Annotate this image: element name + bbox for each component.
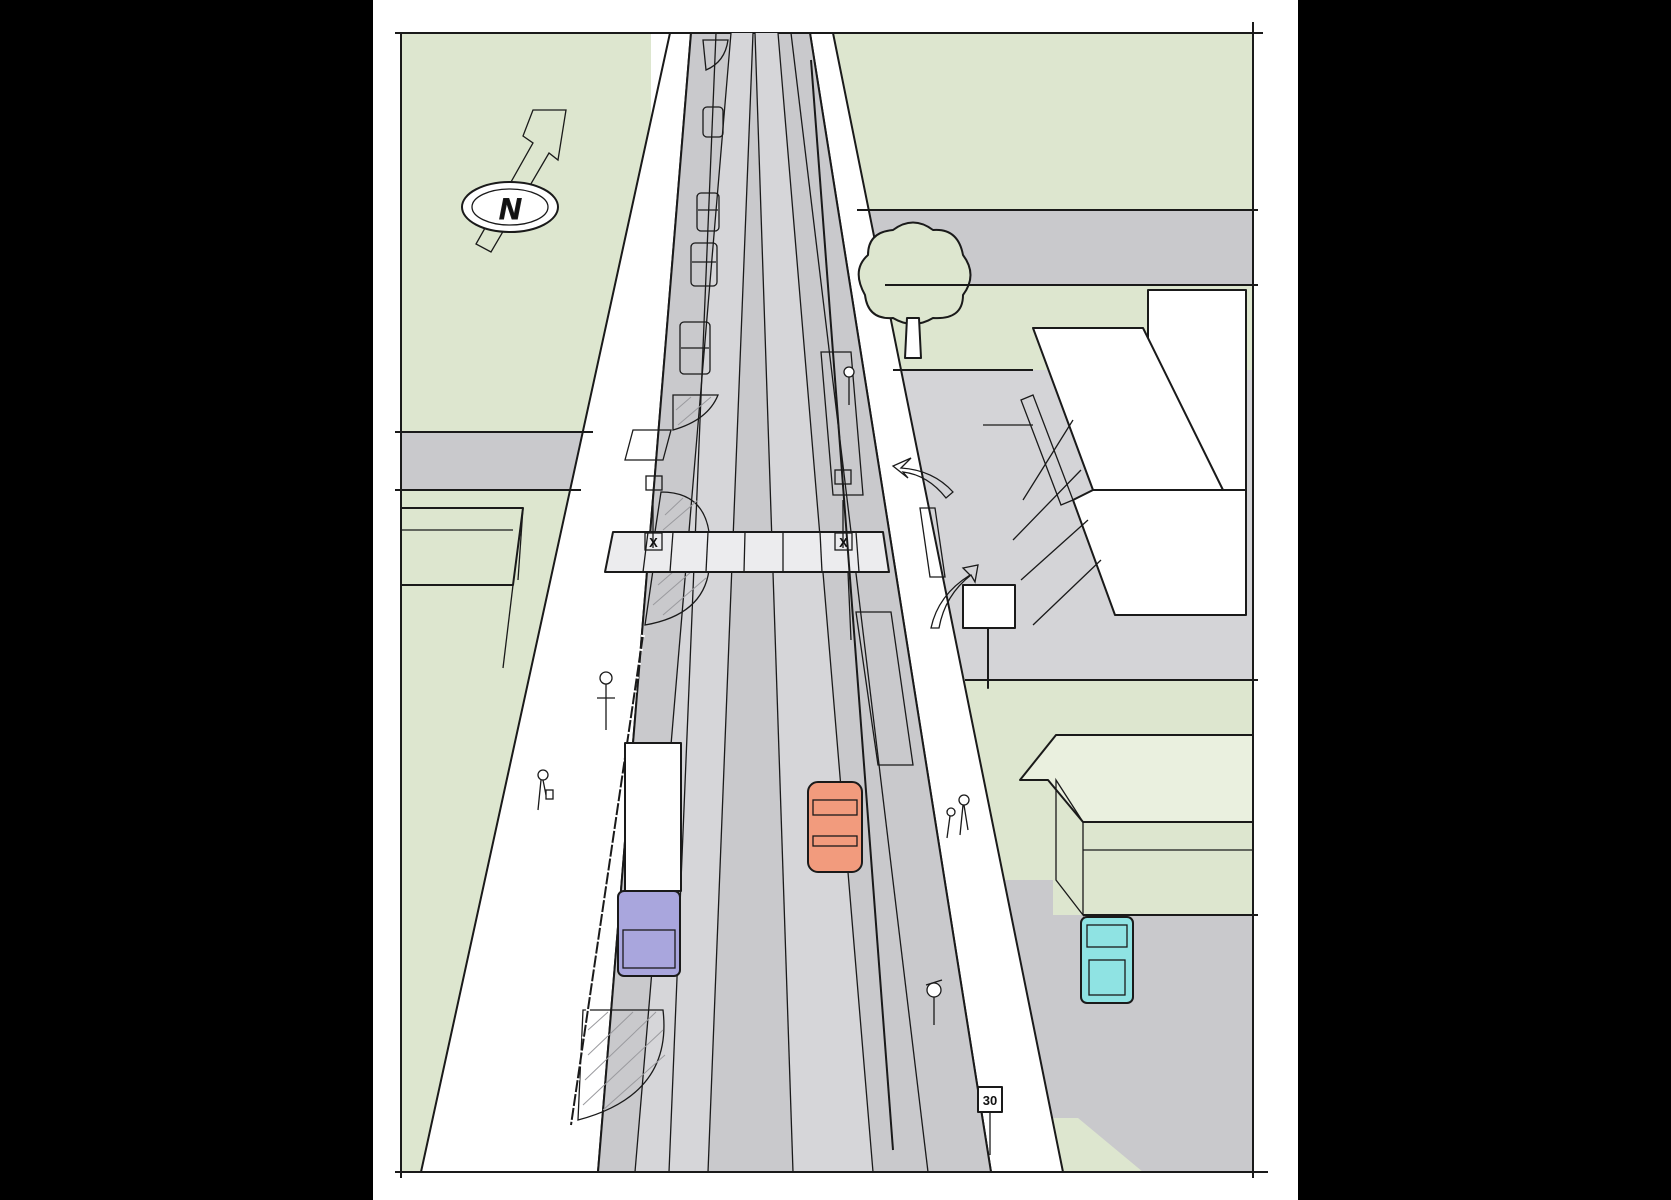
frame-lines (395, 22, 1268, 1178)
access-arrow-lower (930, 564, 979, 629)
lane-light-east (755, 33, 873, 1172)
car-far-1 (702, 106, 724, 138)
crosswalk-bars (642, 531, 860, 573)
cyclist-east-upper (843, 366, 855, 405)
bus-stop-marker (919, 507, 946, 578)
crosswalk (604, 531, 890, 573)
bike-lane-green-east-lower (855, 611, 914, 766)
car-yellow (690, 242, 718, 287)
speed-limit-value: 30 (983, 1093, 997, 1108)
curb-bulb-south-lower (577, 1009, 665, 1121)
street-diagram: X X (395, 22, 1268, 1178)
cyclist-west (597, 671, 615, 730)
building-lower-right (1019, 734, 1254, 917)
curb-bulb-north-upper (672, 394, 719, 431)
hatching (582, 396, 712, 1111)
crosswalk-sign-left (644, 475, 663, 551)
car-blue (679, 321, 711, 375)
cyclist-east-lower (925, 979, 943, 1025)
delivery-truck (617, 742, 682, 977)
bike-lane-green-west (624, 429, 672, 461)
bollard-line-west (569, 634, 645, 1126)
pedestrians-east (946, 794, 970, 839)
crosswalk-mark-right: X (839, 535, 848, 550)
access-arrow-upper (891, 457, 954, 499)
car-orange (807, 781, 863, 873)
speed-limit-sign (977, 1086, 1003, 1155)
crosswalk-mark-left: X (649, 535, 658, 550)
bollard-line-east (810, 59, 894, 1151)
drawing-sheet: X X (373, 0, 1298, 1200)
compass-letter: N (499, 193, 522, 226)
car-far-2 (696, 192, 720, 232)
business-sign (962, 584, 1016, 689)
curb-bulb-top (702, 39, 729, 71)
retail-building (983, 289, 1247, 626)
pickup-truck (1080, 916, 1134, 1004)
bike-lane-green-east-upper (820, 351, 864, 496)
pedestrian-west (537, 769, 554, 811)
cross-street-left (401, 432, 593, 490)
tree (857, 221, 972, 359)
parking-lot-lower-right (993, 915, 1253, 1172)
north-arrow (461, 109, 567, 253)
